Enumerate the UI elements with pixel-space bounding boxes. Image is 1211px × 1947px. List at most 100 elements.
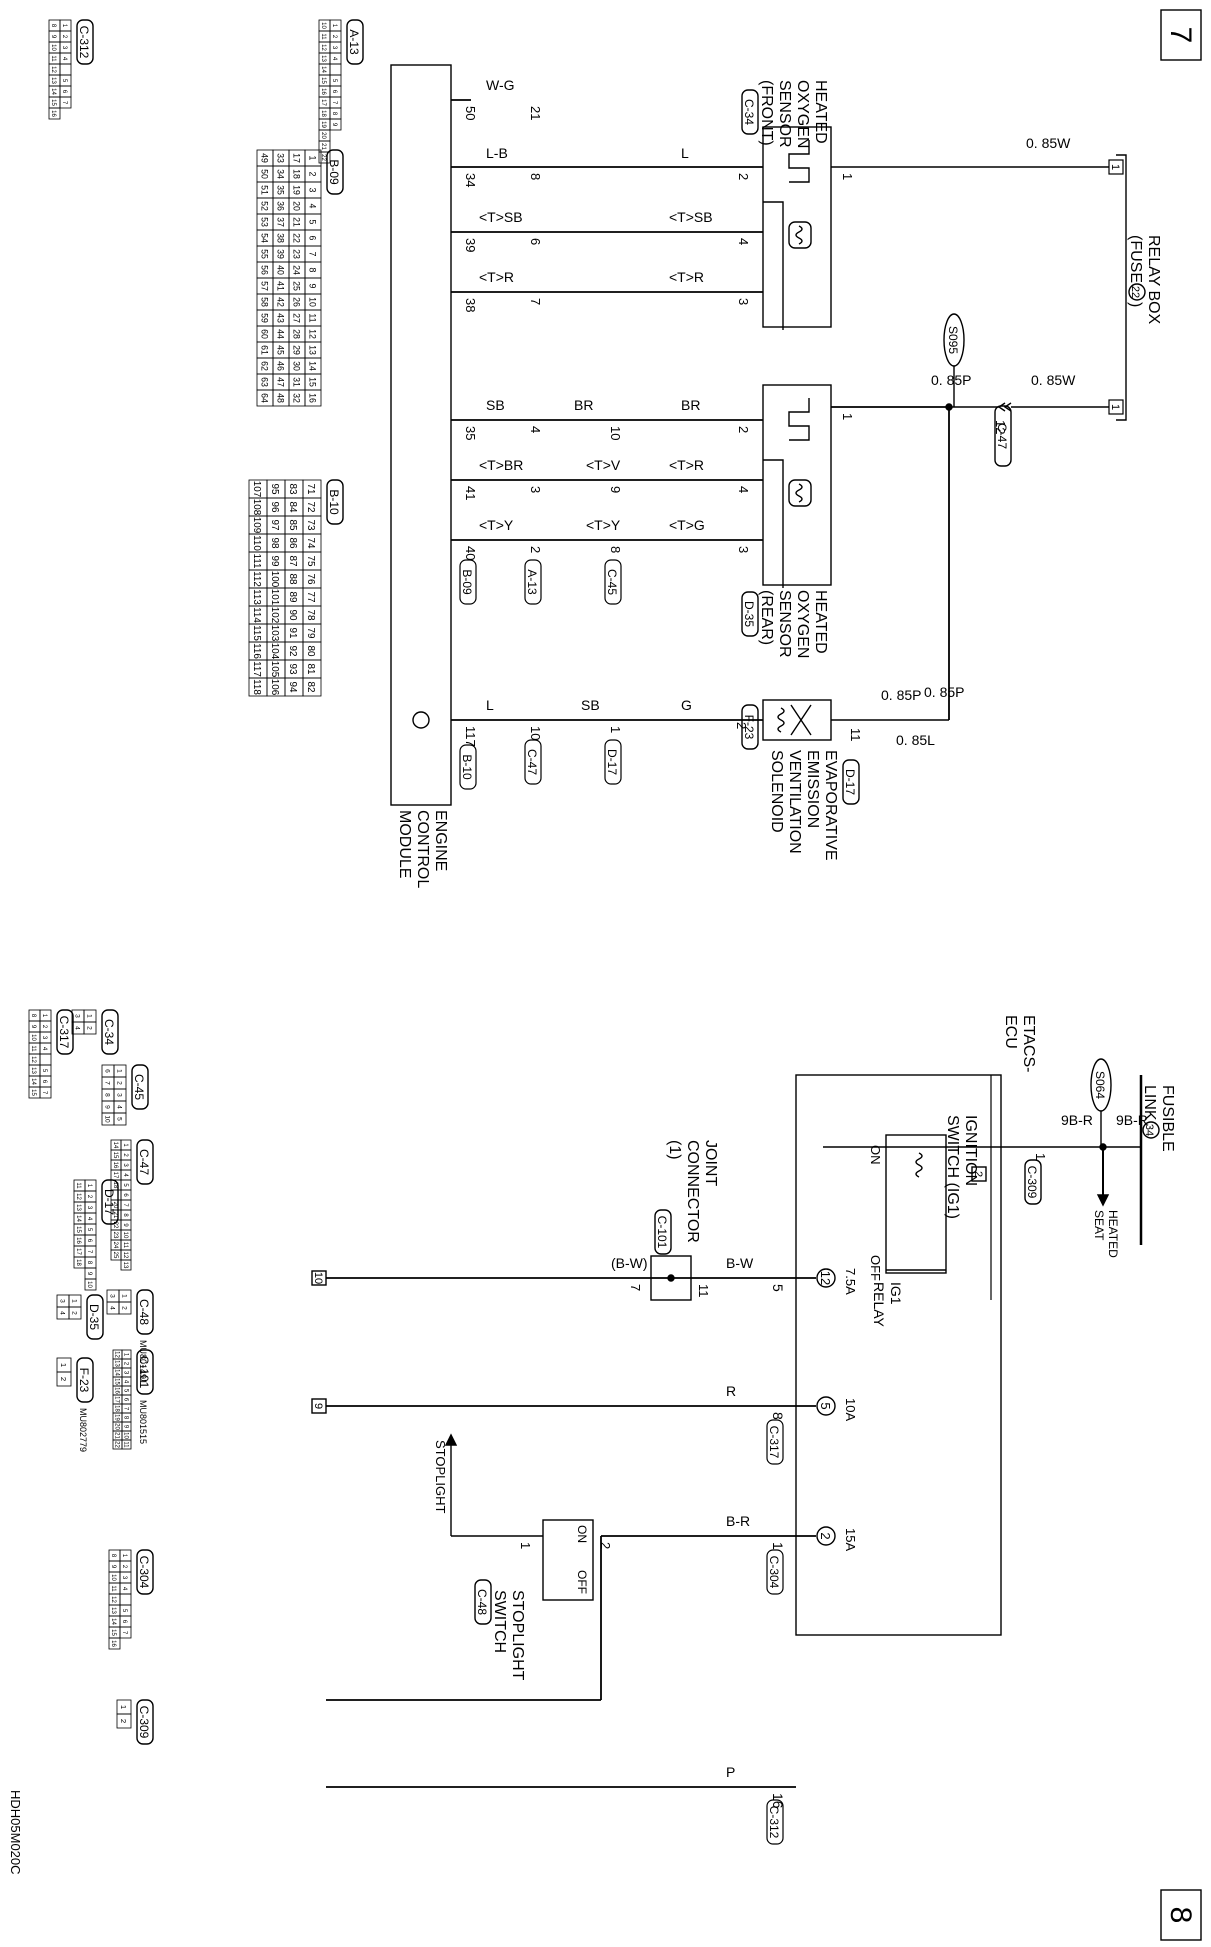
connector-pin: 7 [331,101,337,105]
connector-pin: 100 [269,571,280,588]
svg-text:10A: 10A [843,1398,858,1421]
svg-text:4: 4 [736,238,751,245]
svg-text:35: 35 [463,426,478,440]
svg-text:(REAR): (REAR) [758,590,775,645]
svg-text:SENSOR: SENSOR [776,80,793,148]
connector-pin: 37 [275,217,285,227]
svg-text:RELAY BOX: RELAY BOX [1145,235,1162,325]
fusible-link: FUSIBLE LINK 34 [1139,1075,1176,1245]
svg-text:F-23: F-23 [742,715,756,740]
connector-pin: 5 [122,1183,128,1187]
connector-pin: 14 [75,1215,81,1222]
connector-pin: 10 [110,1574,116,1581]
svg-text:<T>R: <T>R [669,269,704,285]
connector-pin: 61 [259,345,269,355]
connector-pin: 89 [287,592,298,603]
connector-pin: 104 [269,643,280,660]
svg-text:EMISSION: EMISSION [804,750,821,828]
connector-pin: 2 [59,1377,68,1381]
connector-pin: 4 [58,1311,65,1315]
connector-pin: 30 [291,361,301,371]
svg-text:12: 12 [818,1271,833,1285]
svg-text:S095: S095 [946,326,960,354]
connector-pin: 13 [30,1067,36,1074]
svg-text:2: 2 [734,722,749,729]
connector-pin: 13 [307,345,317,355]
svg-text:C-34: C-34 [742,99,756,125]
svg-text:SENSOR: SENSOR [776,590,793,658]
svg-text:D-35: D-35 [742,601,756,627]
connector-pin: 41 [275,281,285,291]
connector-pin: 39 [275,249,285,259]
connector-pin: 14 [112,1142,118,1149]
svg-text:9B-R: 9B-R [1061,1112,1093,1128]
svg-text:B-10: B-10 [327,489,341,515]
connector-pin: 15 [320,77,326,84]
svg-text:2: 2 [528,546,543,553]
svg-text:7: 7 [528,298,543,305]
connector-pin: 11 [30,1045,36,1052]
svg-text:2: 2 [598,1542,613,1549]
connector-pin: 6 [123,1398,129,1402]
connector-pin: 1 [119,1705,128,1709]
connector-pin: 5 [61,79,67,83]
connector-pin: 6 [61,90,67,94]
svg-text:C-309: C-309 [1025,1166,1039,1199]
svg-text:9: 9 [312,1403,324,1409]
connector-pin: 16 [320,88,326,95]
connector-pin: 8 [110,1554,116,1558]
svg-text:OXYGEN: OXYGEN [794,80,811,148]
svg-text:1: 1 [770,1542,786,1550]
connector-pin: 10 [307,297,317,307]
svg-text:B-W: B-W [726,1255,754,1271]
etacs-ecu: ETACS- ECU [795,1015,1037,1636]
svg-text:11: 11 [696,1284,711,1298]
connector-pin: 74 [305,538,316,549]
splice-s064: S064 [1090,1058,1112,1147]
svg-text:1: 1 [1109,404,1121,410]
connector-pin: 90 [287,610,298,621]
page-number-top: 7 [1164,27,1197,44]
connector-pin: 3 [123,1371,129,1375]
connector-pin: 10 [320,22,326,29]
connector-pin: 11 [307,313,317,322]
svg-text:9B-R: 9B-R [1116,1112,1148,1128]
svg-text:1: 1 [840,173,855,180]
connector-pin: 1 [123,1353,129,1357]
connector-pin: 9 [86,1272,92,1276]
connector-pin: 3 [307,188,317,193]
connector-pin: 14 [320,66,326,73]
connector-pin: 12 [30,1056,36,1063]
connector-pin: 15 [307,377,317,387]
connector-pin: 107 [251,481,262,497]
connector-pin: 85 [287,520,298,531]
connector-pin: 3 [61,46,67,50]
connector-pin: 16 [112,1162,118,1169]
svg-text:8: 8 [528,173,543,180]
connector-pin: 17 [291,153,301,163]
connector-pin: 19 [320,121,326,128]
connector-pin: 51 [259,185,269,195]
connector-pin: 35 [275,185,285,195]
connector-pin: 25 [291,281,301,291]
connector-pin: 1 [115,1069,122,1073]
svg-text:C-309: C-309 [137,1706,151,1739]
svg-text:JOINT: JOINT [702,1140,719,1186]
svg-text:38: 38 [463,298,478,312]
svg-text:BR: BR [681,397,700,413]
connector-pin: 17 [114,1396,120,1403]
connector-b10: B-10717273747576777879808182838485868788… [248,479,344,697]
connector-pin: 7 [121,1631,127,1635]
connector-c47: C-47123456789101112131415161718202122232… [110,1139,154,1271]
connector-pin: 11 [50,55,56,62]
svg-text:ON: ON [575,1525,589,1543]
connector-pin: 2 [85,1026,92,1030]
connector-pin: 7 [122,1203,128,1207]
svg-text:117: 117 [463,726,478,747]
connector-pin: 27 [291,313,301,323]
connector-pin: 15 [75,1226,81,1233]
svg-text:5: 5 [818,1402,833,1409]
connector-pin: 56 [259,265,269,275]
connector-pin: 115 [251,625,262,641]
